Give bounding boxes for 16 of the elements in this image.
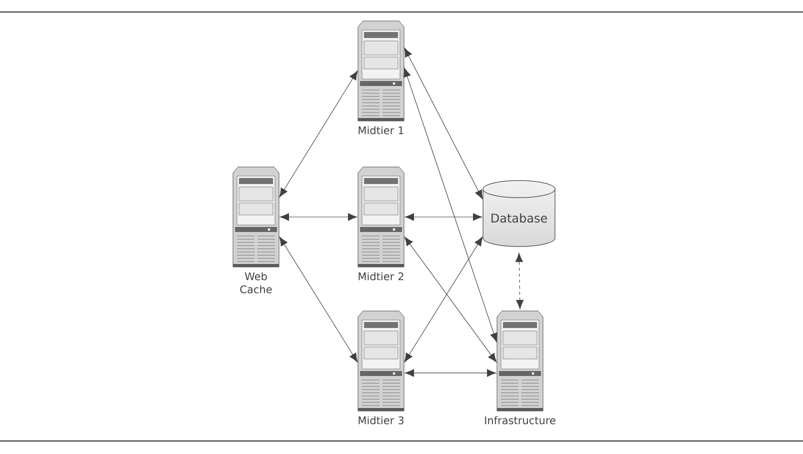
arrow: [515, 252, 524, 310]
arrow: [404, 236, 497, 362]
database-cylinder: Database: [482, 180, 556, 247]
arrow: [404, 213, 482, 221]
arrow: [280, 213, 358, 221]
server-label: Infrastructure: [485, 416, 556, 424]
arrow: [404, 236, 483, 362]
arrow: [404, 369, 496, 377]
server-label: Midtier 2: [358, 272, 404, 280]
server-label: Midtier 1: [358, 126, 404, 134]
arrow: [279, 70, 358, 198]
server-label: Midtier 3: [358, 416, 404, 424]
arrow: [404, 68, 498, 342]
arrow: [404, 48, 483, 200]
server-label: Web Cache: [240, 272, 272, 294]
arrow: [279, 236, 358, 362]
